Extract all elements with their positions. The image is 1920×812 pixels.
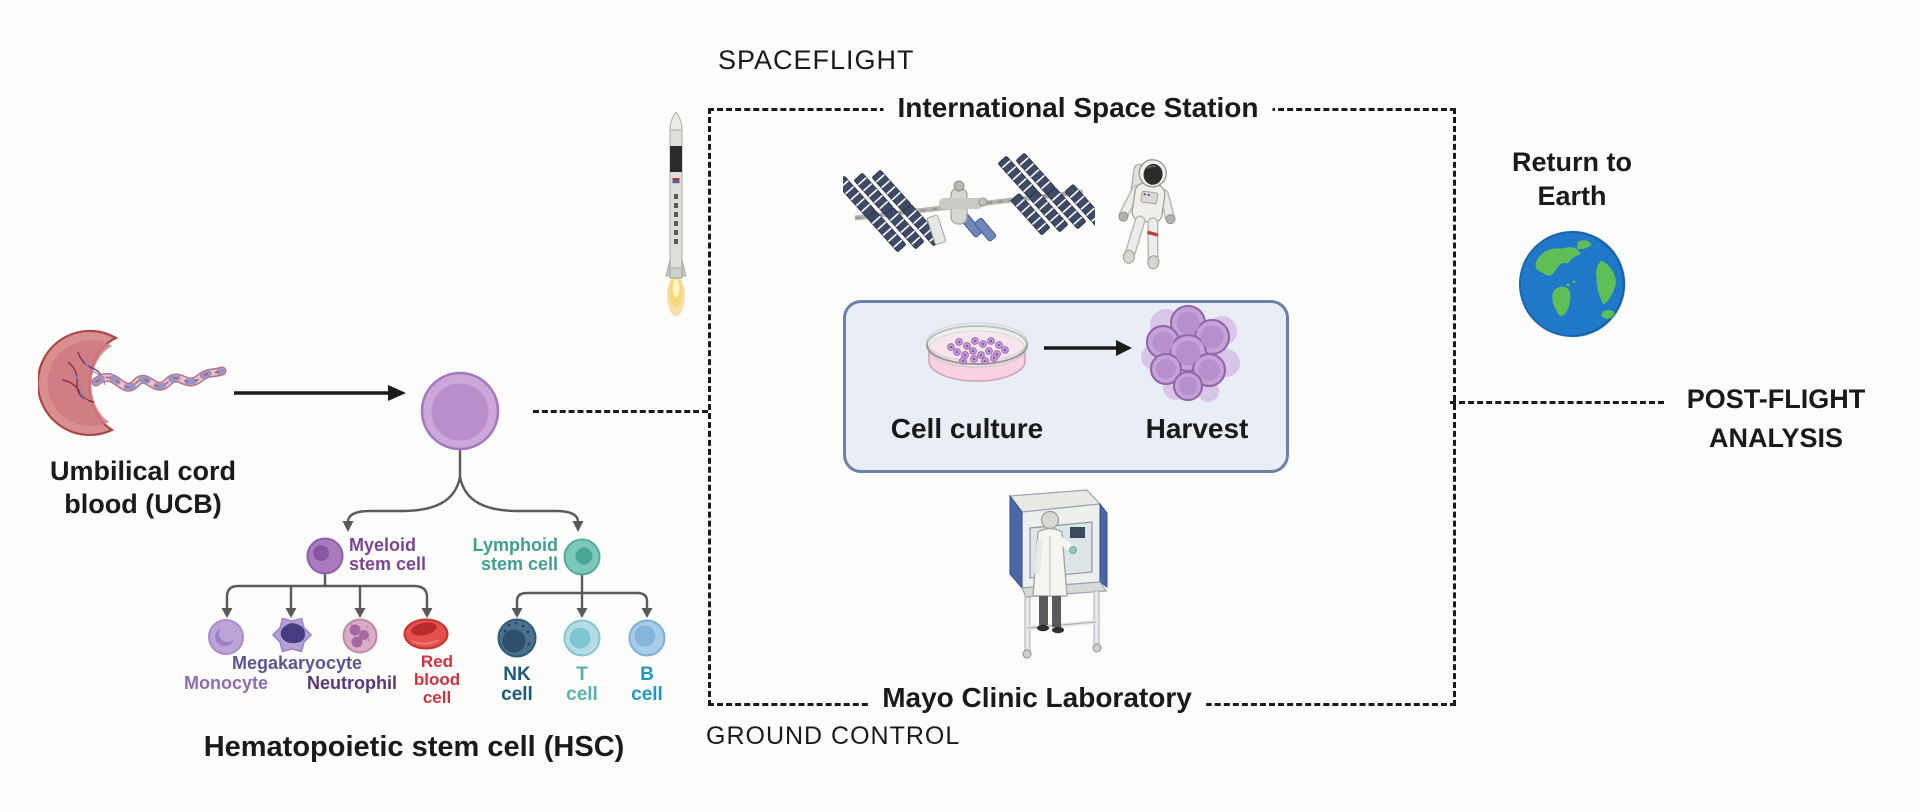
- hsc-lineage-tree: [208, 371, 666, 658]
- label-line: Earth: [1537, 180, 1607, 211]
- t-cell-label: T cell: [566, 664, 598, 706]
- label-line: ANALYSIS: [1708, 423, 1844, 454]
- hsc-to-box-connector: [533, 410, 708, 413]
- label-line: cell: [501, 684, 533, 706]
- culture-to-harvest-arrow: [1044, 340, 1132, 356]
- label-line: stem cell: [349, 554, 427, 575]
- iss-title: International Space Station: [883, 90, 1273, 126]
- label-line: cell: [566, 684, 598, 706]
- ground-control-section-label: GROUND CONTROL: [706, 722, 961, 750]
- nk-cell-label: NK cell: [501, 664, 533, 706]
- label-line: B: [640, 664, 654, 685]
- t-cell-icon: [563, 619, 601, 657]
- label-line: T: [576, 664, 588, 685]
- megakaryocyte-label: Megakaryocyte: [231, 653, 363, 673]
- earth-icon: [1518, 230, 1626, 338]
- harvest-label: Harvest: [1145, 413, 1249, 444]
- nk-cell-icon: [497, 618, 537, 658]
- label-line: POST-FLIGHT: [1686, 384, 1866, 414]
- label-line: NK: [503, 664, 531, 685]
- label-line: Myeloid: [349, 535, 417, 555]
- myeloid-cell-icon: [306, 537, 344, 575]
- hsc-cell-icon: [420, 371, 500, 451]
- placenta-cord-icon: [38, 329, 227, 437]
- red-blood-cell-icon: [403, 618, 449, 650]
- lymphoid-stem-cell-label: Lymphoid stem cell: [460, 535, 558, 575]
- neutrophil-label: Neutrophil: [307, 673, 397, 693]
- label-line: Return to: [1512, 147, 1632, 177]
- spaceflight-section-label: SPACEFLIGHT: [718, 45, 915, 75]
- label-line: blood: [413, 670, 461, 690]
- harvest-cluster-icon: [1141, 304, 1240, 402]
- ucb-to-hsc-arrow: [234, 385, 406, 401]
- petri-dish-icon: [926, 322, 1028, 382]
- label-line: Red: [420, 652, 454, 671]
- red-blood-cell-label: Red blood cell: [413, 652, 461, 708]
- b-cell-icon: [628, 619, 666, 657]
- return-to-earth-label: Return to Earth: [1512, 146, 1632, 214]
- label-line: cell: [422, 688, 452, 708]
- cell-culture-label: Cell culture: [890, 413, 1044, 444]
- ucb-label: Umbilical cord blood (UCB): [50, 455, 236, 522]
- astronaut-icon: [1118, 159, 1176, 270]
- hsc-caption: Hematopoietic stem cell (HSC): [203, 731, 625, 763]
- label-line: Lymphoid: [472, 535, 558, 555]
- lymphoid-cell-icon: [563, 538, 601, 576]
- box-to-postflight-connector: [1450, 401, 1664, 404]
- label-line: cell: [631, 684, 663, 706]
- rocket-icon: [665, 111, 687, 316]
- label-line: stem cell: [480, 554, 558, 575]
- myeloid-stem-cell-label: Myeloid stem cell: [349, 535, 427, 575]
- label-line: blood (UCB): [64, 489, 222, 520]
- monocyte-cell-icon: [208, 619, 244, 655]
- label-line: Umbilical cord: [49, 456, 237, 486]
- monocyte-label: Monocyte: [183, 673, 269, 693]
- b-cell-label: B cell: [631, 664, 663, 706]
- lab-cabinet-icon: [1008, 489, 1108, 659]
- iss-icon: [843, 152, 1095, 253]
- megakaryocyte-cell-icon: [272, 617, 312, 653]
- neutrophil-cell-icon: [342, 618, 378, 654]
- mayo-lab-title: Mayo Clinic Laboratory: [868, 680, 1206, 716]
- post-flight-analysis-label: POST-FLIGHT ANALYSIS: [1687, 380, 1866, 458]
